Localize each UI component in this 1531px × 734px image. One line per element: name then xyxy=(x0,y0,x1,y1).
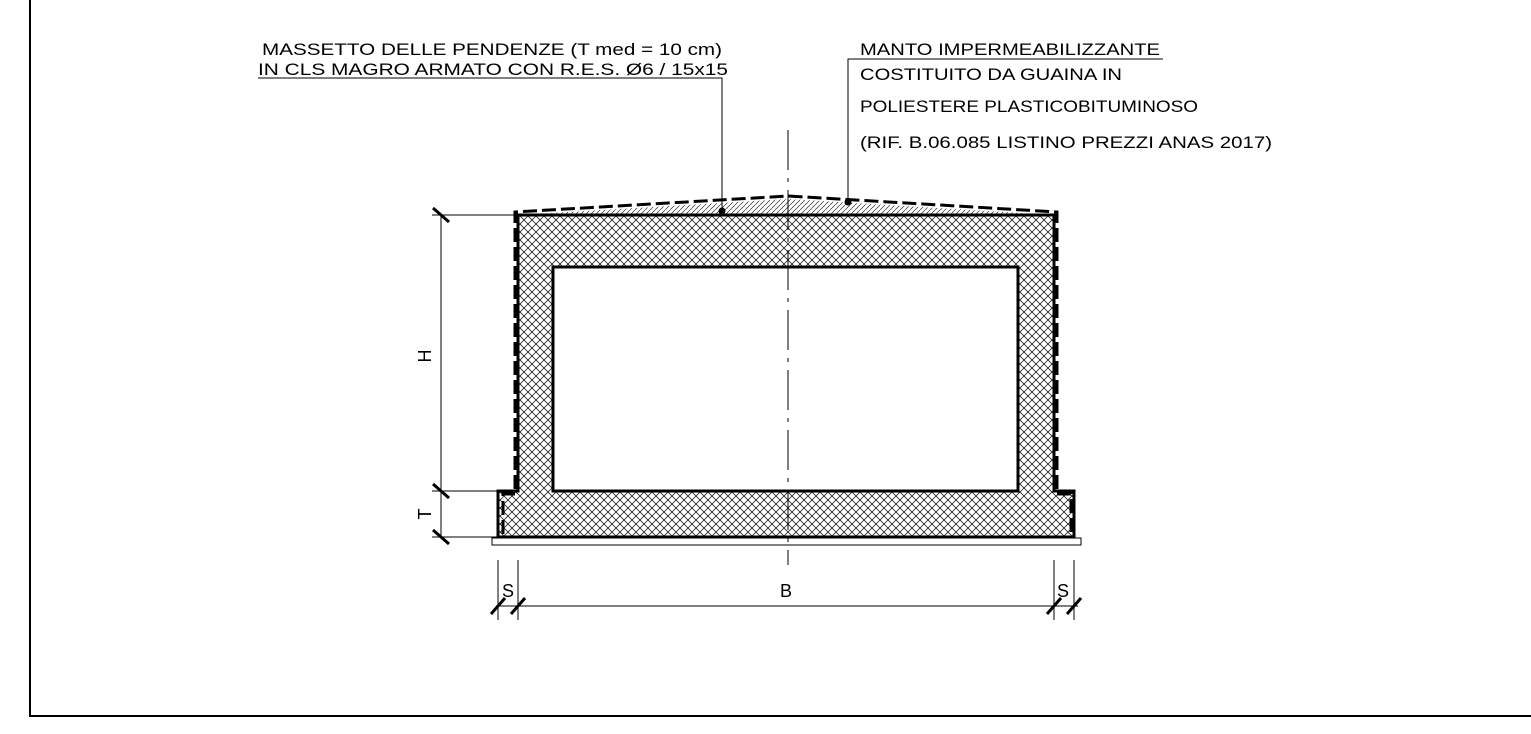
step-left-label: S xyxy=(502,581,514,601)
waterproof-membrane xyxy=(501,194,1073,534)
membrane-note-line4: (RIF. B.06.085 LISTINO PREZZI ANAS 2017) xyxy=(860,133,1272,152)
width-dimension xyxy=(489,560,1083,620)
membrane-leader xyxy=(844,58,1163,206)
lean-concrete-base xyxy=(491,537,1082,546)
membrane-note-line2: COSTITUITO DA GUAINA IN xyxy=(860,65,1122,84)
height-dimension xyxy=(432,206,518,546)
membrane-note-line1: MANTO IMPERMEABILIZZANTE xyxy=(860,40,1160,59)
box-culvert-concrete xyxy=(496,213,1076,539)
screed-leader xyxy=(258,77,726,215)
step-right-label: S xyxy=(1057,581,1069,601)
sheet-frame xyxy=(29,0,1531,717)
thickness-label: T xyxy=(415,509,435,520)
slope-screed xyxy=(518,199,1054,215)
height-label: H xyxy=(415,350,435,363)
screed-note-line2: IN CLS MAGRO ARMATO CON R.E.S. Ø6 / 15x1… xyxy=(258,60,728,79)
screed-note-line1: MASSETTO DELLE PENDENZE (T med = 10 cm) xyxy=(262,40,722,59)
width-label: B xyxy=(780,581,792,601)
membrane-note-line3: POLIESTERE PLASTICOBITUMINOSO xyxy=(860,97,1198,116)
